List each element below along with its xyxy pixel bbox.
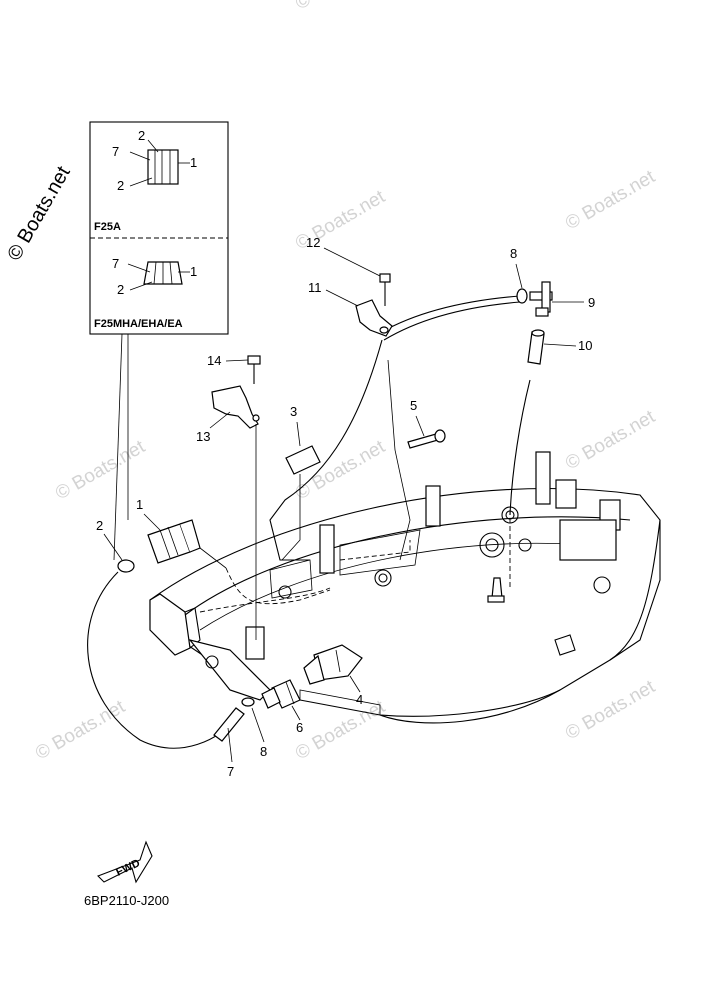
leader-line	[291, 705, 301, 721]
inset-callout: 2	[138, 128, 145, 143]
leader-line	[251, 707, 265, 743]
leader-line	[143, 513, 161, 531]
watermark: © Boats.net	[52, 436, 149, 504]
variant-inset: 7 2 1 2 F25A 7 1 2 F25MHA/EHA/EA	[89, 121, 229, 335]
part-10-hose	[527, 329, 545, 365]
callout-13: 13	[196, 429, 210, 444]
callout-7: 7	[227, 764, 234, 779]
hose	[379, 295, 521, 334]
part-7-hose-end	[213, 707, 245, 742]
leader-line	[227, 727, 233, 763]
watermark: © Boats.net	[562, 406, 659, 474]
inset-leader	[113, 333, 123, 561]
part-2-clip	[117, 559, 135, 573]
leader-line	[103, 533, 123, 561]
callout-8-upper: 8	[510, 246, 517, 261]
part-1-grommet	[147, 519, 201, 564]
watermark: © Boats.net	[562, 676, 659, 744]
part-3-grommet	[285, 445, 321, 475]
callout-5: 5	[410, 398, 417, 413]
variant-label-top: F25A	[94, 221, 121, 233]
leader-line	[543, 343, 577, 347]
fwd-label: FWD	[114, 857, 142, 878]
inset-top-grommet	[129, 139, 190, 187]
leader-line	[415, 415, 425, 437]
watermark: © Boats.net	[292, 436, 389, 504]
watermark: © Boats.net	[292, 696, 389, 764]
callout-1: 1	[136, 497, 143, 512]
callout-3: 3	[290, 404, 297, 419]
leader-line	[209, 411, 231, 429]
inset-callout: 2	[117, 178, 124, 193]
part-14-bolt	[247, 355, 261, 384]
leader-line	[281, 474, 301, 561]
leader-line	[349, 675, 361, 693]
inset-callout: 1	[190, 155, 197, 170]
inset-callout: 1	[190, 264, 197, 279]
route-line	[199, 587, 331, 613]
callout-10: 10	[578, 338, 592, 353]
part-5-screw	[407, 429, 446, 449]
watermark: © Boats.net	[562, 166, 659, 234]
inset-frame	[89, 121, 229, 335]
leader-line	[296, 421, 301, 447]
part-11-bracket	[355, 299, 393, 337]
callout-9: 9	[588, 295, 595, 310]
diagram-code: 6BP2110-J200	[84, 893, 170, 908]
part-9-tee	[529, 281, 553, 317]
leader-line	[325, 289, 359, 307]
part-12-bolt	[379, 273, 391, 306]
callout-11: 11	[308, 280, 322, 295]
callout-4: 4	[356, 692, 363, 707]
callout-2: 2	[96, 518, 103, 533]
fwd-arrow: FWD	[97, 840, 153, 884]
inset-bottom-grommet	[127, 261, 190, 291]
watermark: © Boats.net	[292, 0, 389, 14]
callout-6: 6	[296, 720, 303, 735]
part-8-clip	[241, 697, 255, 707]
part-13-bracket	[211, 385, 260, 429]
part-8-clip-upper	[516, 288, 528, 304]
part-6-fitting	[261, 679, 301, 709]
inset-callout: 7	[112, 144, 119, 159]
inset-callout: 2	[117, 282, 124, 297]
part-7-hose	[87, 571, 241, 749]
hose	[383, 301, 521, 341]
variant-label-bottom: F25MHA/EHA/EA	[94, 318, 183, 330]
bottom-cowling	[149, 451, 661, 724]
leader-line	[515, 263, 523, 289]
leader-line	[387, 359, 411, 561]
route-line	[225, 567, 331, 605]
hose-routing	[509, 379, 531, 516]
brand-watermark: © Boats.net	[3, 162, 75, 264]
inset-callout: 7	[112, 256, 119, 271]
part-4-grommet	[303, 644, 363, 685]
callout-8-lower: 8	[260, 744, 267, 759]
leader-line	[225, 359, 249, 362]
hose-routing	[269, 339, 383, 561]
leader-line	[199, 547, 227, 569]
leader-line	[323, 247, 381, 277]
callout-12: 12	[306, 235, 320, 250]
watermark: © Boats.net	[32, 696, 129, 764]
callout-14: 14	[207, 353, 221, 368]
